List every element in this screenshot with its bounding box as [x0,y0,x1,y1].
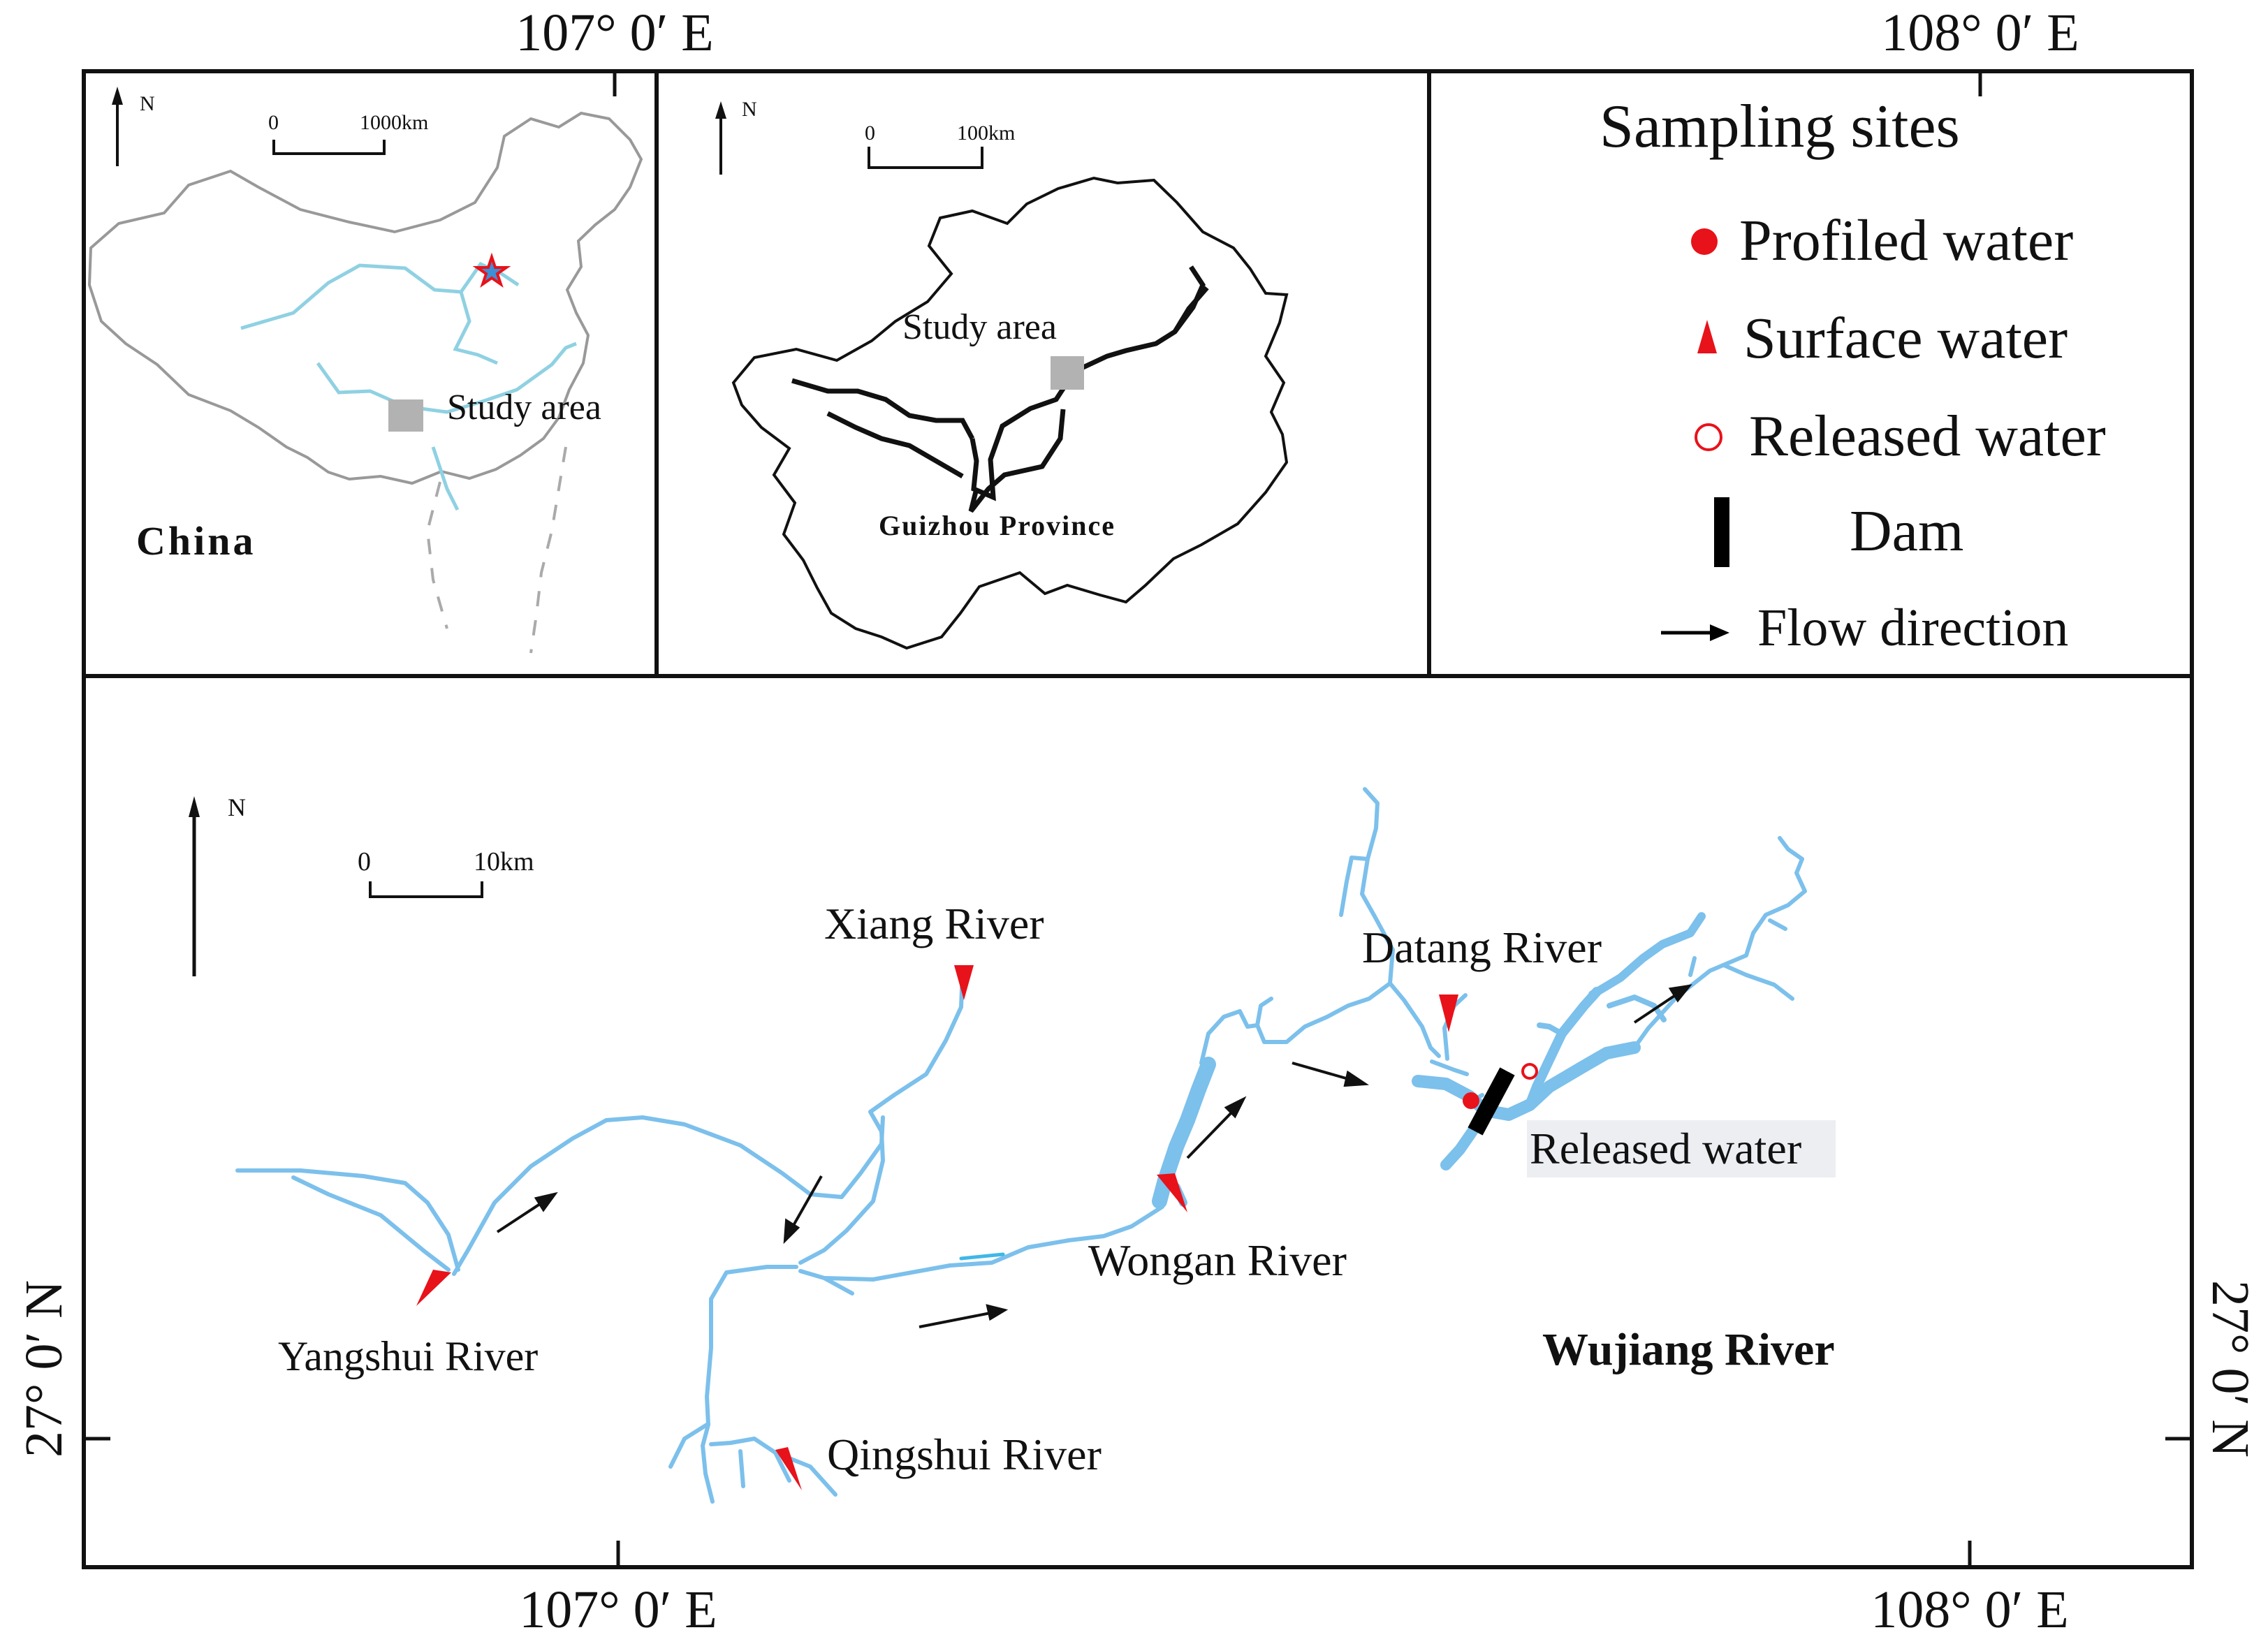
profiled-water-icon [1463,1092,1479,1109]
label-xiang-river: Xiang River [824,899,1044,948]
label-wongan-river: Wongan River [1088,1235,1347,1285]
graticule-ticks [84,71,2192,1567]
surface-water-icon [1439,995,1458,1032]
guizhou-panel: N 0 100km Study area Guizhou Province [715,98,1289,650]
svg-text:N: N [742,98,757,121]
label-wujiang-river: Wujiang River [1542,1324,1835,1375]
legend-label-flow-direction: Flow direction [1757,599,2068,657]
flow-arrow [1633,984,1692,1024]
scale-bar: 0 10km [358,847,534,898]
legend-label-surface-water: Surface water [1743,306,2068,371]
north-arrow: N [112,87,155,166]
surface-water-icon [416,1270,451,1306]
main-map: N 0 10km [189,787,1836,1504]
svg-text:100km: 100km [957,122,1015,145]
released-water-icon [1521,1063,1538,1080]
legend-label-profiled-water: Profiled water [1739,208,2073,273]
bottom-right-longitude: 108° 0′ E [1871,1580,2068,1639]
surface-water-markers [416,965,1458,1490]
svg-text:0: 0 [865,122,875,145]
legend-label-dam: Dam [1850,499,1963,564]
guizhou-province-label: Guizhou Province [879,510,1115,541]
svg-text:0: 0 [358,847,371,876]
legend-panel: Sampling sites Profiled water Surface wa… [1600,93,2106,657]
guizhou-rivers [791,265,1209,513]
study-area-label: Study area [447,388,601,427]
surface-water-icon [775,1447,802,1490]
released-water-label-bg [1527,1120,1836,1177]
flow-arrow [783,1175,823,1245]
flow-arrow [1186,1096,1247,1159]
map-frame [82,69,2194,1569]
scale-bar: 0 1000km [268,111,428,155]
china-panel: N 0 1000km Study area China [87,87,643,654]
flow-arrow [496,1191,558,1233]
top-right-longitude: 108° 0′ E [1881,3,2079,62]
surface-water-icon [1697,320,1717,353]
legend-title: Sampling sites [1600,93,1960,161]
surface-water-icon [954,965,974,1000]
dam-icon [1468,1067,1515,1136]
svg-text:0: 0 [268,111,279,134]
label-yangshui-river: Yangshui River [278,1333,538,1379]
surface-water-icon [1157,1173,1187,1212]
flow-direction-icon [1661,624,1729,641]
right-latitude: 27° 0′ N [2201,1280,2260,1458]
study-area-marker [388,399,423,432]
flow-arrow [919,1304,1009,1328]
china-label: China [136,518,256,564]
china-outline [87,111,643,485]
study-area-label: Study area [902,307,1057,347]
flow-arrows [496,984,1692,1328]
china-coast-islands [425,446,567,654]
svg-text:1000km: 1000km [360,111,428,134]
label-qingshui-river: Qingshui River [827,1430,1102,1479]
flow-arrow [1292,1062,1369,1087]
svg-text:N: N [228,793,246,821]
svg-text:N: N [140,92,155,115]
north-arrow: N [715,98,757,175]
released-water-icon [1695,423,1722,451]
china-rivers [240,261,577,511]
profiled-water-icon [1691,228,1718,255]
beijing-star-icon [472,252,511,288]
legend-label-released-water: Released water [1749,404,2106,469]
dam-icon [1714,497,1729,567]
label-released-water: Released water [1530,1124,1801,1173]
label-datang-river: Datang River [1362,923,1602,972]
svg-text:10km: 10km [474,847,534,876]
scale-bar: 0 100km [865,122,1015,169]
guizhou-outline [731,176,1289,650]
top-left-longitude: 107° 0′ E [515,3,713,62]
study-area-marker [1051,356,1084,390]
north-arrow: N [189,793,246,976]
bottom-left-longitude: 107° 0′ E [519,1580,717,1639]
left-latitude: 27° 0′ N [15,1280,73,1458]
